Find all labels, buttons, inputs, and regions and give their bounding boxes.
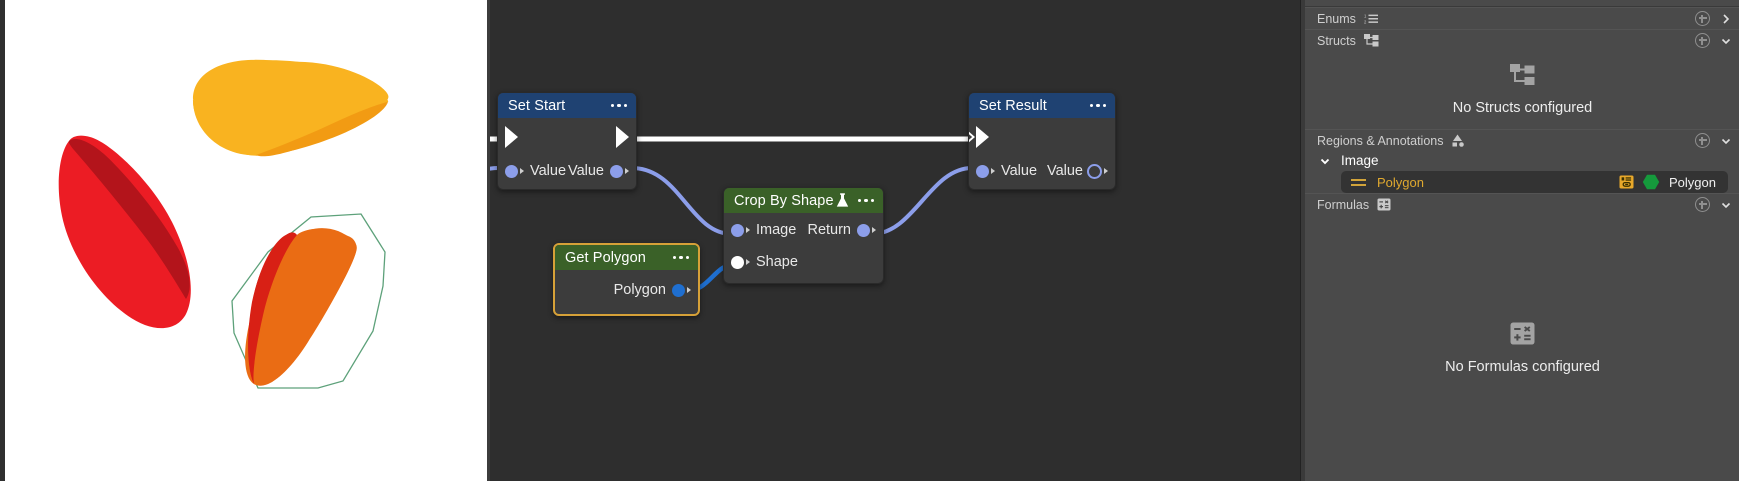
exec-out-icon[interactable]	[969, 126, 975, 148]
image-preview-canvas	[58, 59, 389, 389]
region-item-polygon-name: Polygon	[1377, 174, 1424, 190]
node-set-start-title: Set Start	[508, 97, 566, 114]
node-set-start-header[interactable]: Set Start	[498, 93, 636, 118]
wire-value-to-image	[631, 166, 733, 236]
svg-text:2: 2	[1364, 19, 1367, 24]
svg-text:1: 1	[1364, 13, 1367, 18]
sidebar-gutter	[1301, 0, 1305, 481]
hexagon-icon	[1642, 174, 1660, 190]
return-out-pin[interactable]	[857, 223, 876, 237]
calculator-icon	[1510, 322, 1535, 350]
region-group-image-label: Image	[1341, 153, 1379, 168]
node-graph-canvas[interactable]: Set Start Value Value Set Resu	[490, 0, 1300, 481]
node-get-polygon[interactable]: Get Polygon Polygon	[553, 243, 700, 316]
node-get-polygon-title: Get Polygon	[565, 249, 646, 266]
drag-handle-icon[interactable]	[1351, 178, 1366, 186]
chevron-down-icon[interactable]	[1720, 135, 1732, 147]
node-crop-image-row: Image Return	[724, 213, 883, 247]
add-region-button[interactable]	[1695, 133, 1710, 148]
list-numbered-icon: 1 2	[1364, 13, 1378, 25]
exec-in-icon[interactable]	[505, 126, 518, 148]
shape-in-label: Shape	[756, 254, 798, 270]
polygon-out-pin[interactable]	[672, 283, 691, 297]
value-in-label: Value	[530, 163, 567, 179]
polygon-out-label: Polygon	[613, 282, 666, 298]
structs-empty-state: No Structs configured	[1305, 51, 1739, 129]
node-set-result-value-row: Value Value	[969, 156, 1115, 186]
node-crop-by-shape-header[interactable]: Crop By Shape	[724, 188, 883, 213]
node-set-start[interactable]: Set Start Value Value	[497, 92, 637, 190]
sidebar-clipped-row	[1305, 0, 1739, 7]
node-menu-icon[interactable]	[672, 255, 689, 260]
shape-orange-leaf	[245, 228, 357, 386]
region-item-polygon[interactable]: Polygon Polygon	[1341, 171, 1728, 193]
node-menu-icon[interactable]	[1089, 103, 1106, 108]
linked-region-icon[interactable]	[1619, 175, 1634, 189]
chevron-down-icon[interactable]	[1720, 199, 1732, 211]
node-set-result[interactable]: Set Result Value Value	[968, 92, 1116, 190]
struct-tree-icon	[1509, 64, 1536, 91]
node-set-result-header[interactable]: Set Result	[969, 93, 1115, 118]
node-menu-icon[interactable]	[610, 103, 627, 108]
node-get-polygon-header[interactable]: Get Polygon	[555, 245, 698, 270]
node-set-result-exec-row	[969, 118, 1115, 156]
region-item-polygon-type: Polygon	[1669, 174, 1716, 190]
shape-in-pin[interactable]	[731, 255, 750, 269]
node-crop-by-shape-title: Crop By Shape	[734, 192, 834, 209]
add-enum-button[interactable]	[1695, 11, 1710, 26]
value-out-label: Value	[567, 163, 604, 179]
shape-red-leaf	[58, 135, 191, 329]
value-out-label: Value	[1046, 163, 1083, 179]
value-in-label: Value	[1001, 163, 1038, 179]
section-header-regions-annotations[interactable]: Regions & Annotations	[1305, 129, 1739, 152]
wire-return-to-value	[871, 166, 973, 236]
add-formula-button[interactable]	[1695, 197, 1710, 212]
struct-tree-icon	[1363, 34, 1379, 47]
shape-yellow-leaf	[192, 59, 389, 157]
node-crop-by-shape[interactable]: Crop By Shape Image Return	[723, 187, 884, 284]
properties-sidebar: Enums 1 2 Structs	[1300, 0, 1739, 481]
node-get-polygon-body: Polygon	[555, 270, 698, 310]
section-label-formulas: Formulas	[1317, 197, 1370, 212]
return-out-label: Return	[807, 222, 851, 238]
value-in-pin[interactable]	[505, 164, 524, 178]
node-set-result-title: Set Result	[979, 97, 1047, 114]
add-struct-button[interactable]	[1695, 33, 1710, 48]
chevron-down-icon[interactable]	[1319, 155, 1331, 167]
section-header-formulas[interactable]: Formulas	[1305, 193, 1739, 216]
wire-layer	[490, 136, 973, 294]
chevron-right-icon[interactable]	[1720, 13, 1732, 25]
exec-out-icon[interactable]	[616, 126, 629, 148]
node-set-start-body: Value Value	[498, 118, 636, 186]
node-set-result-body: Value Value	[969, 118, 1115, 186]
structs-empty-text: No Structs configured	[1452, 100, 1593, 116]
value-out-pin[interactable]	[1087, 163, 1108, 179]
node-crop-shape-row: Shape	[724, 247, 883, 277]
exec-in-icon[interactable]	[976, 126, 989, 148]
section-label-regions-annotations: Regions & Annotations	[1317, 133, 1444, 148]
chevron-down-icon[interactable]	[1720, 35, 1732, 47]
region-group-image[interactable]: Image	[1305, 150, 1739, 171]
viewer-left-gutter	[0, 0, 5, 481]
section-header-enums[interactable]: Enums 1 2	[1305, 7, 1739, 30]
section-header-structs[interactable]: Structs	[1305, 29, 1739, 52]
formulas-empty-text: No Formulas configured	[1445, 358, 1600, 375]
node-set-start-exec-row	[498, 118, 636, 156]
flask-icon	[836, 193, 849, 208]
section-label-enums: Enums	[1317, 11, 1356, 26]
value-in-pin[interactable]	[976, 164, 995, 178]
formulas-empty-state: No Formulas configured	[1305, 215, 1739, 481]
node-get-polygon-output-row: Polygon	[555, 270, 698, 310]
image-preview-panel[interactable]	[0, 0, 490, 481]
node-crop-by-shape-body: Image Return Shape	[724, 213, 883, 277]
image-in-label: Image	[756, 222, 797, 238]
image-in-pin[interactable]	[731, 223, 750, 237]
node-menu-icon[interactable]	[857, 198, 874, 203]
node-set-start-value-row: Value Value	[498, 156, 636, 186]
section-label-structs: Structs	[1317, 33, 1356, 48]
calculator-icon	[1377, 198, 1391, 211]
value-out-pin[interactable]	[610, 164, 629, 178]
shapes-icon	[1451, 134, 1466, 147]
